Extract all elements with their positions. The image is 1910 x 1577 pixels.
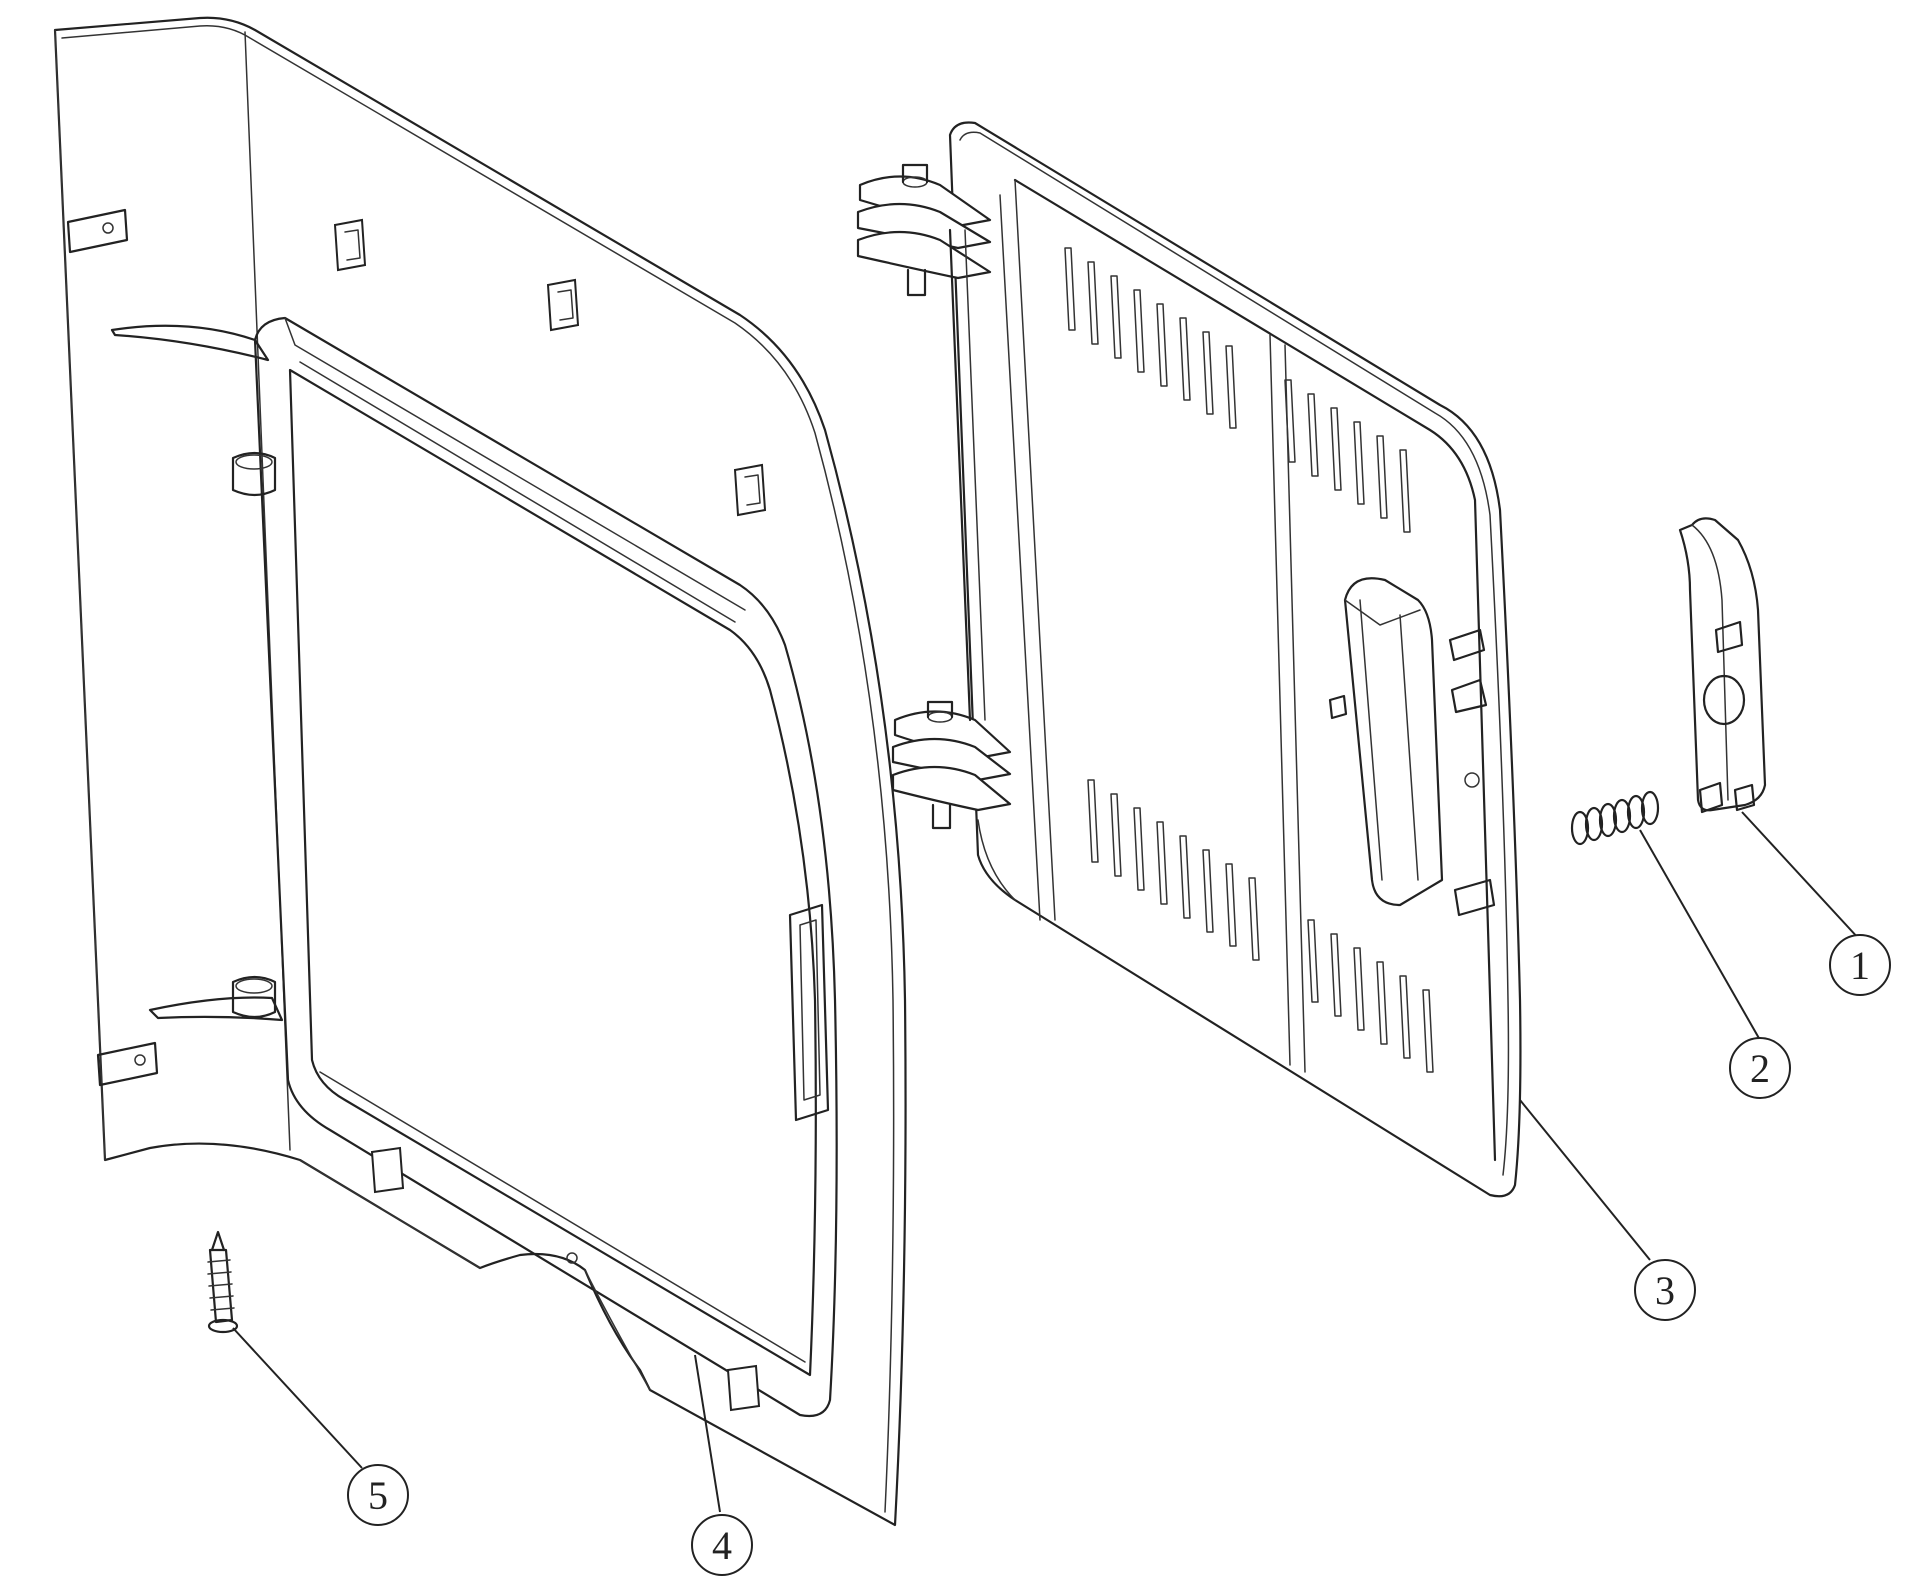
callout-4-label: 4 — [712, 1523, 732, 1568]
part-1-latch-hook — [1678, 517, 1767, 814]
callout-1: 1 — [1829, 934, 1891, 996]
callout-2: 2 — [1729, 1037, 1791, 1099]
hinge-lower — [891, 700, 1012, 830]
callout-2-label: 2 — [1750, 1046, 1770, 1091]
callout-3-label: 3 — [1655, 1268, 1675, 1313]
callout-1-label: 1 — [1850, 943, 1870, 988]
leader-4 — [694, 1354, 721, 1513]
callout-4: 4 — [691, 1514, 753, 1576]
part-5-screw — [207, 1230, 239, 1334]
callout-5: 5 — [347, 1464, 409, 1526]
leader-3 — [1519, 1099, 1651, 1261]
vent-slots — [1064, 247, 1434, 1073]
leader-5 — [232, 1327, 363, 1469]
leader-1 — [1741, 811, 1861, 941]
callout-3: 3 — [1634, 1259, 1696, 1321]
hinge-upper — [856, 163, 992, 297]
leader-2 — [1639, 829, 1761, 1041]
part-3-inner-door-panel — [856, 121, 1522, 1198]
part-2-spring — [1570, 790, 1660, 846]
part-4-outer-door-frame — [53, 16, 907, 1527]
callout-5-label: 5 — [368, 1473, 388, 1518]
